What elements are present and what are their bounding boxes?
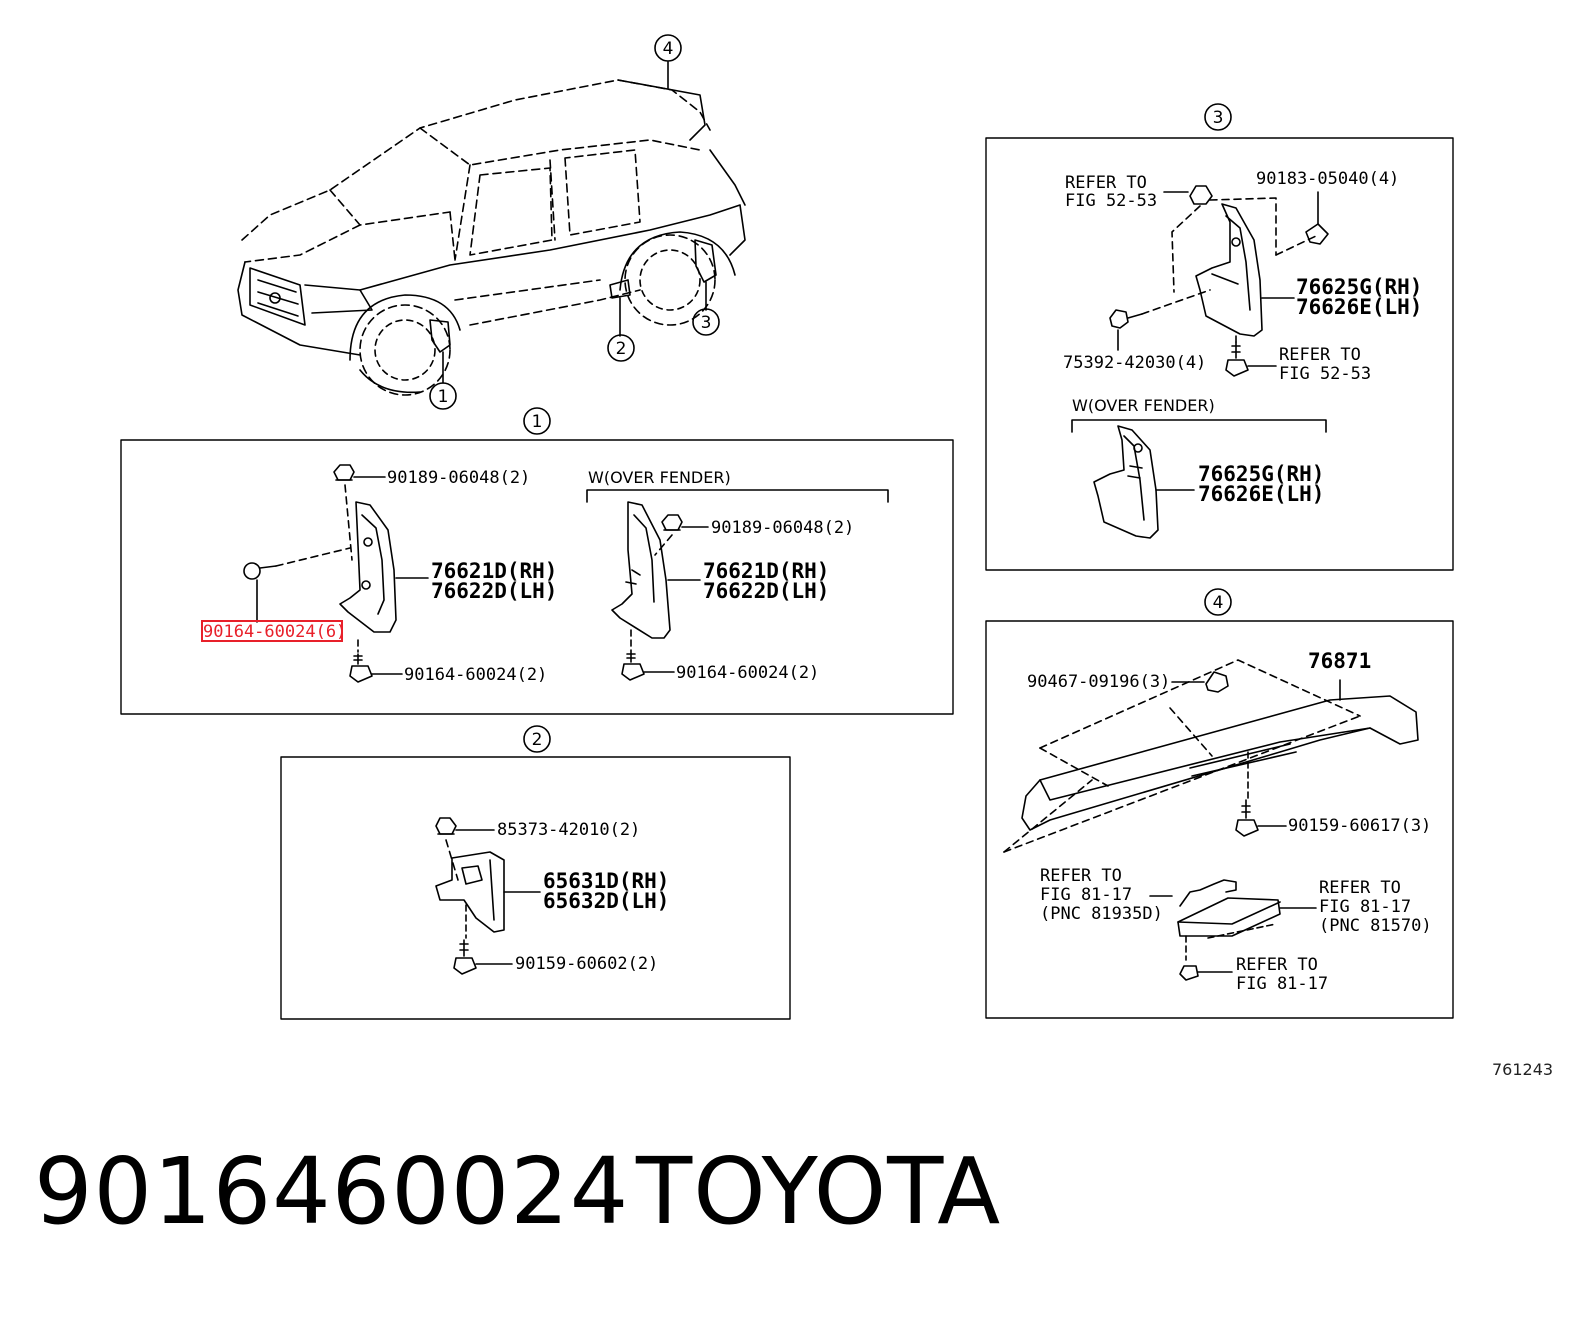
box-2 xyxy=(280,725,791,1020)
refer-label: REFER TO xyxy=(1065,173,1147,193)
part-label[interactable]: 90189-06048(2) xyxy=(711,518,854,538)
car-callout-label: 3 xyxy=(701,313,712,333)
refer-label: REFER TO xyxy=(1279,345,1361,365)
highlight-frame xyxy=(201,620,343,642)
footer-brand: TOYOTA xyxy=(636,1138,1002,1245)
callout-3-car xyxy=(692,308,720,336)
refer-label: REFER TO xyxy=(1040,866,1122,886)
highlighted-part-label[interactable]: 90164-60024(6) xyxy=(203,622,346,642)
variant-label: W(OVER FENDER) xyxy=(588,468,731,487)
callout-2-car xyxy=(607,334,635,362)
box-title: 2 xyxy=(532,730,543,750)
refer-label: FIG 81-17 xyxy=(1319,897,1411,917)
part-label[interactable]: 76622D(LH) xyxy=(431,579,557,603)
part-label[interactable]: 75392-42030(4) xyxy=(1063,353,1206,373)
refer-label: REFER TO xyxy=(1319,878,1401,898)
car-illustration xyxy=(237,34,746,410)
footer-part-number: 9016460024 xyxy=(34,1138,630,1245)
box-title: 4 xyxy=(1213,593,1224,613)
callout-2 xyxy=(523,725,551,753)
box-1 xyxy=(120,407,954,715)
part-label[interactable]: 85373-42010(2) xyxy=(497,820,640,840)
callout-4 xyxy=(1204,588,1232,616)
figure-code: 761243 xyxy=(1492,1060,1554,1079)
part-label[interactable]: 76626E(LH) xyxy=(1296,295,1422,319)
car-callout-label: 1 xyxy=(438,387,449,407)
car-callout-label: 4 xyxy=(663,39,674,59)
refer-label: FIG 81-17 xyxy=(1040,885,1132,905)
refer-label: REFER TO xyxy=(1236,955,1318,975)
callout-1 xyxy=(523,407,551,435)
part-label[interactable]: 90159-60602(2) xyxy=(515,954,658,974)
part-label[interactable]: 76625G(RH) xyxy=(1296,275,1422,299)
refer-label: (PNC 81935D) xyxy=(1040,904,1163,924)
box-title: 3 xyxy=(1213,108,1224,128)
part-label[interactable]: 76625G(RH) xyxy=(1198,462,1324,486)
refer-label: (PNC 81570) xyxy=(1319,916,1432,936)
part-label[interactable]: 76621D(RH) xyxy=(431,559,557,583)
part-label[interactable]: 90183-05040(4) xyxy=(1256,169,1399,189)
callout-4-car xyxy=(654,34,682,62)
part-label[interactable]: 65632D(LH) xyxy=(543,889,669,913)
part-label[interactable]: 76622D(LH) xyxy=(703,579,829,603)
part-label[interactable]: 90159-60617(3) xyxy=(1288,816,1431,836)
car-callout-label: 2 xyxy=(616,339,627,359)
part-label[interactable]: 76621D(RH) xyxy=(703,559,829,583)
refer-label: FIG 52-53 xyxy=(1065,191,1157,211)
part-label[interactable]: 90189-06048(2) xyxy=(387,468,530,488)
callout-3 xyxy=(1204,103,1232,131)
callout-1-car xyxy=(429,382,457,410)
part-label[interactable]: 90164-60024(2) xyxy=(404,665,547,685)
box-title: 1 xyxy=(532,412,543,432)
part-label[interactable]: 76626E(LH) xyxy=(1198,482,1324,506)
part-label[interactable]: 76871 xyxy=(1308,649,1371,673)
part-label[interactable]: 90164-60024(2) xyxy=(676,663,819,683)
part-label[interactable]: 65631D(RH) xyxy=(543,869,669,893)
part-label[interactable]: 90467-09196(3) xyxy=(1027,672,1170,692)
refer-label: FIG 81-17 xyxy=(1236,974,1328,994)
refer-label: FIG 52-53 xyxy=(1279,364,1371,384)
box-4 xyxy=(985,588,1454,1019)
box-3 xyxy=(985,103,1454,571)
variant-label: W(OVER FENDER) xyxy=(1072,396,1215,415)
